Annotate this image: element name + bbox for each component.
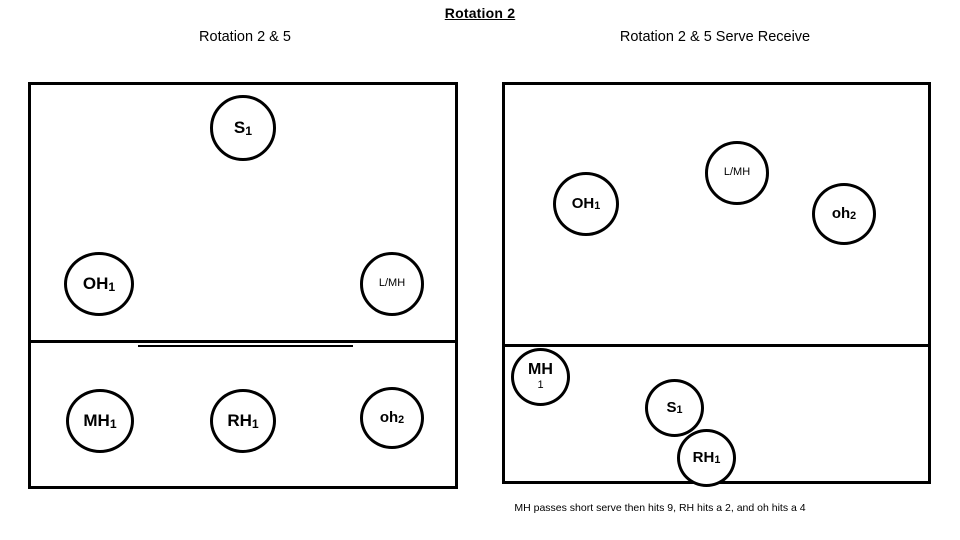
player-label-sub: 1 [537, 379, 544, 392]
player-token-left-outside-hitter-2[interactable]: oh2 [360, 387, 424, 449]
player-token-right-outside-hitter[interactable]: OH1 [553, 172, 619, 236]
player-token-right-right-hitter[interactable]: RH1 [677, 429, 736, 487]
right-panel-caption: MH passes short serve then hits 9, RH hi… [514, 502, 806, 514]
court-right [502, 82, 931, 484]
page-title: Rotation 2 [444, 5, 516, 21]
right-panel-title: Rotation 2 & 5 Serve Receive [619, 29, 811, 45]
player-token-left-setter[interactable]: S1 [210, 95, 276, 161]
player-label: oh2 [831, 205, 857, 223]
player-token-right-libero-middle[interactable]: L/MH [705, 141, 769, 205]
player-label: L/MH [723, 166, 751, 179]
player-token-right-setter[interactable]: S1 [645, 379, 704, 437]
left-panel-title: Rotation 2 & 5 [199, 29, 291, 45]
player-label: S1 [666, 399, 683, 417]
player-label: MH [528, 361, 553, 379]
player-token-left-outside-hitter[interactable]: OH1 [64, 252, 134, 316]
player-label: MH1 [83, 411, 117, 431]
attack-line-right [502, 344, 931, 347]
player-label: OH1 [82, 274, 116, 294]
attack-line-left-lower [138, 345, 353, 347]
player-label: oh2 [379, 409, 405, 427]
player-label: RH1 [692, 449, 721, 467]
player-label: L/MH [378, 277, 406, 290]
player-label: RH1 [227, 411, 259, 431]
player-token-left-middle-hitter[interactable]: MH1 [66, 389, 134, 453]
player-token-left-libero-middle[interactable]: L/MH [360, 252, 424, 316]
attack-line-left-upper [28, 340, 458, 343]
player-token-left-right-hitter[interactable]: RH1 [210, 389, 276, 453]
player-label: OH1 [571, 195, 601, 213]
player-label: S1 [233, 118, 253, 138]
player-token-right-outside-hitter-2[interactable]: oh2 [812, 183, 876, 245]
player-token-right-middle-hitter[interactable]: MH 1 [511, 348, 570, 406]
